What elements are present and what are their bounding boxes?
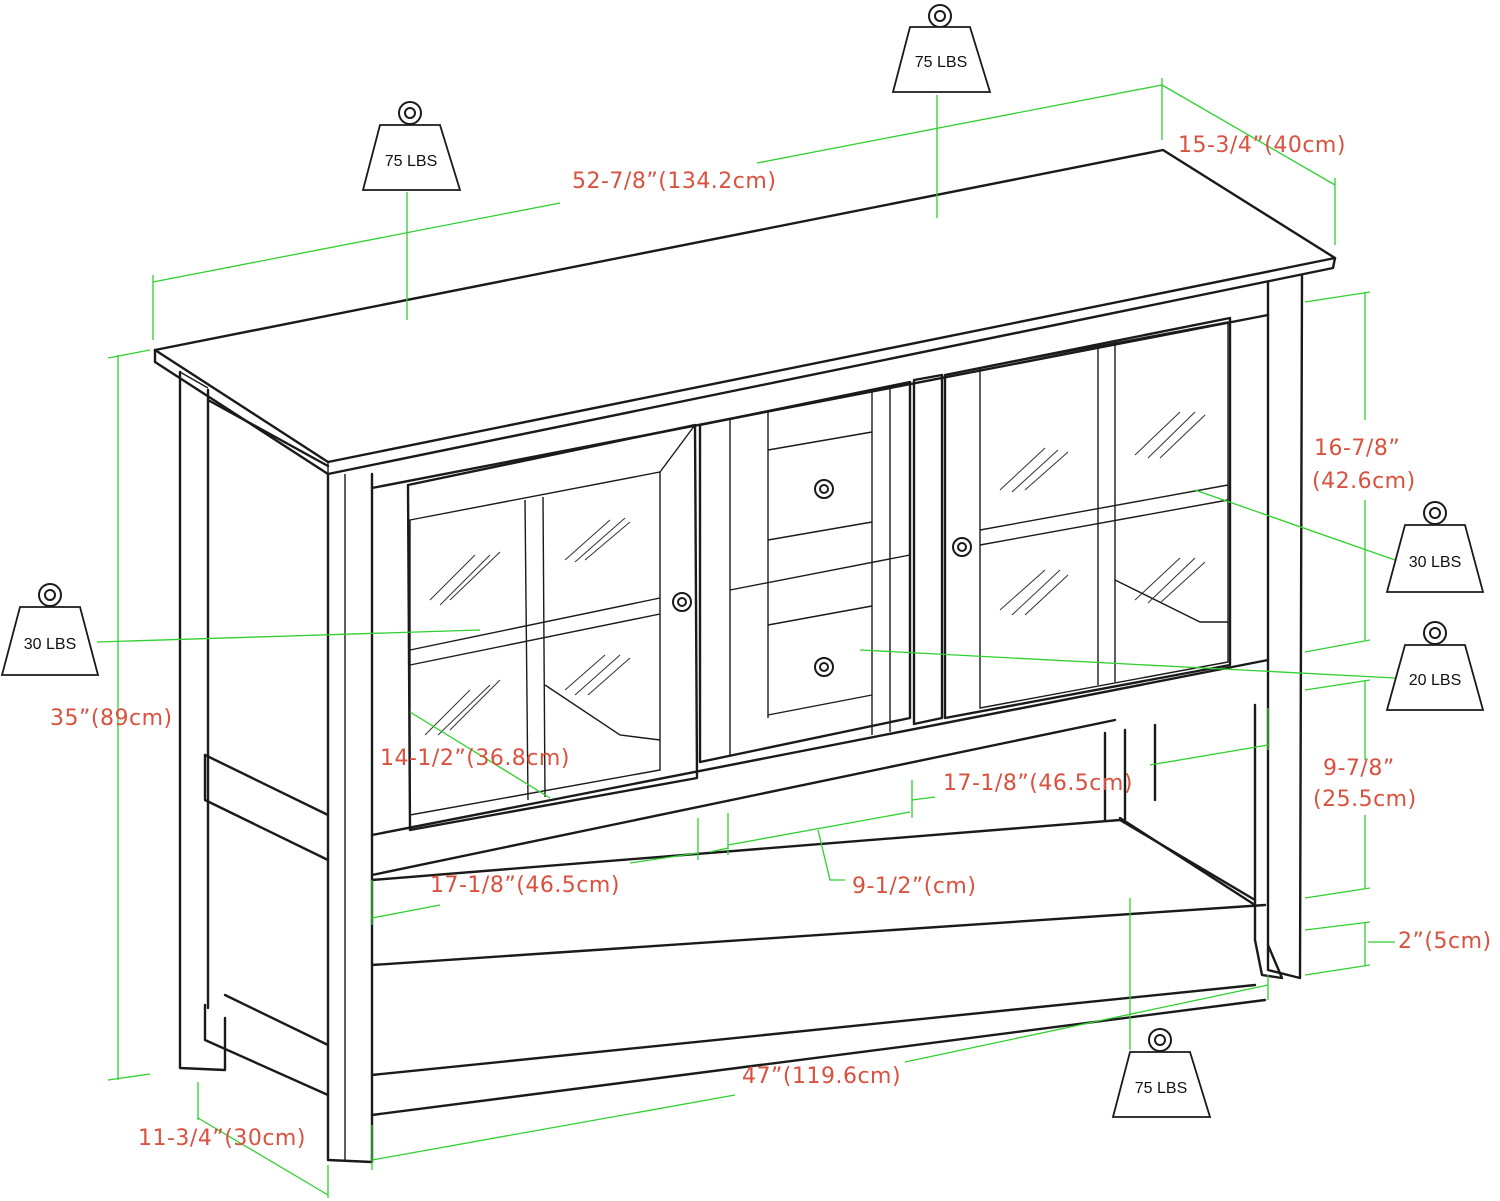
weight-label-drawer: 20 LBS <box>1409 672 1461 689</box>
dim-leg-clearance: 2”(5cm) <box>1398 929 1492 954</box>
right-glass-door <box>943 316 1232 720</box>
weight-icon: 30 LBS <box>0 583 100 676</box>
weight-label-top-center: 75 LBS <box>915 54 967 71</box>
dimension-lines <box>96 78 1396 1198</box>
dim-width-top: 52-7/8”(134.2cm) <box>572 169 776 194</box>
dim-drawer-width: 9-1/2”(cm) <box>852 874 976 899</box>
dim-cabinet-height-cm: (42.6cm) <box>1312 469 1416 494</box>
dim-height-total: 35”(89cm) <box>50 706 173 731</box>
knob-icon <box>814 657 834 677</box>
dim-leg-depth: 11-3/4”(30cm) <box>138 1126 306 1151</box>
dim-bottom-width: 47”(119.6cm) <box>742 1064 901 1089</box>
weight-icon: 75 LBS <box>1111 1028 1212 1118</box>
dim-inner-depth: 14-1/2”(36.8cm) <box>380 746 570 771</box>
knob-icon <box>814 479 834 499</box>
drawer-stack <box>698 380 912 764</box>
weight-label-top-left: 75 LBS <box>385 153 437 170</box>
console-table <box>153 148 1337 1164</box>
dim-left-door-width: 17-1/8”(46.5cm) <box>430 873 620 898</box>
weight-label-bottom-shelf: 75 LBS <box>1135 1080 1187 1097</box>
dim-shelf-clearance: 9-7/8” <box>1323 756 1395 781</box>
dim-depth-top: 15-3/4”(40cm) <box>1178 133 1346 158</box>
weight-label-left-cabinet: 30 LBS <box>24 636 76 653</box>
weight-label-right-cabinet: 30 LBS <box>1409 554 1461 571</box>
dim-shelf-clearance-cm: (25.5cm) <box>1313 787 1417 812</box>
weight-icon: 75 LBS <box>891 4 992 93</box>
weight-icon: 20 LBS <box>1385 621 1485 711</box>
weight-icon: 30 LBS <box>1385 501 1485 593</box>
knob-icon <box>672 592 692 612</box>
dimension-labels: 52-7/8”(134.2cm) 15-3/4”(40cm) 35”(89cm)… <box>50 133 1492 1151</box>
dim-cabinet-height: 16-7/8” <box>1314 436 1400 461</box>
knob-icon <box>952 537 972 557</box>
weight-icon: 75 LBS <box>361 101 462 191</box>
dim-right-door-width: 17-1/8”(46.5cm) <box>943 771 1133 796</box>
